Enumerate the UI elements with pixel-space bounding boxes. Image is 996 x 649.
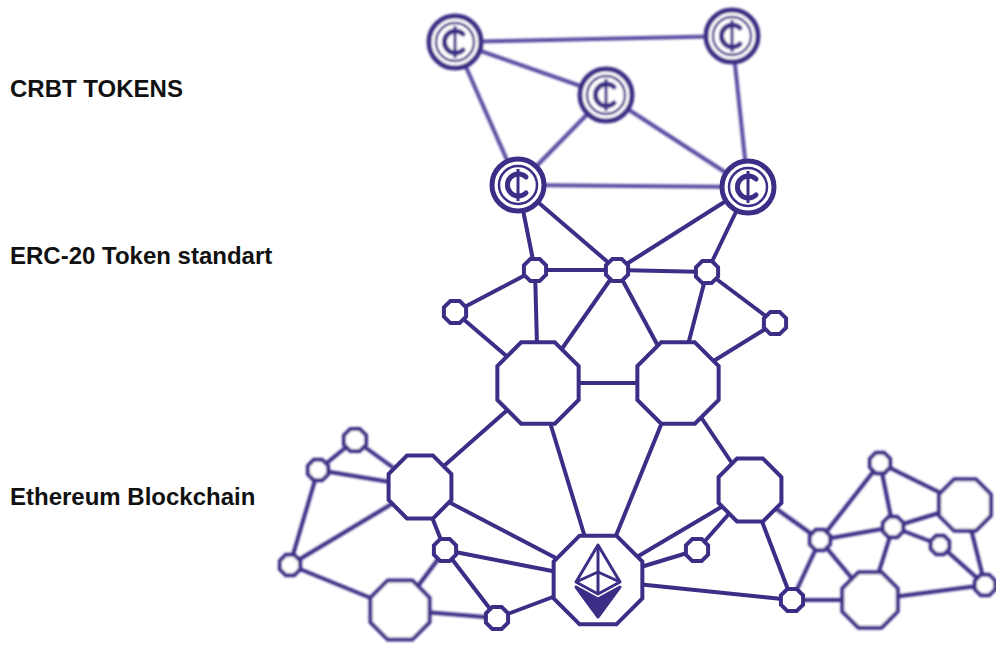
layer-label: Ethereum Blockchain	[10, 483, 255, 511]
token-network	[429, 10, 758, 187]
ethereum-logo	[576, 545, 620, 617]
layer-label: ERC-20 Token standart	[10, 242, 272, 270]
blockchain-cluster	[280, 429, 995, 640]
layer-label: CRBT TOKENS	[10, 75, 183, 103]
network-node	[389, 259, 804, 629]
token-coin	[492, 159, 774, 213]
